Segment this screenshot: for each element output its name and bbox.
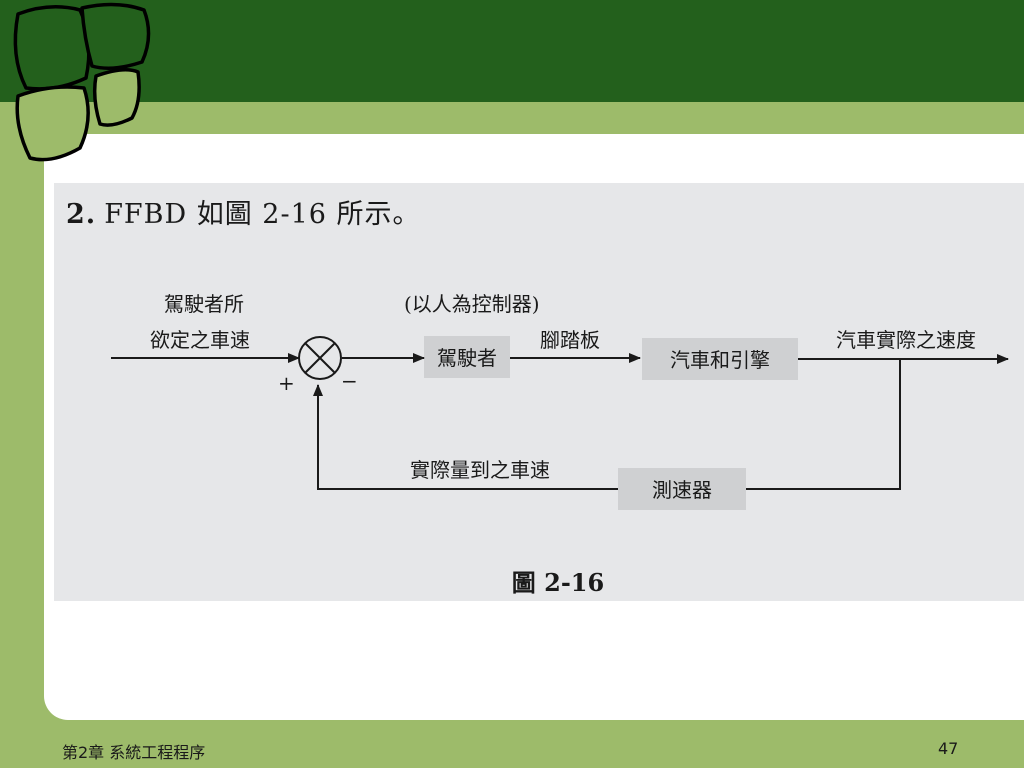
driver-block: [424, 336, 510, 378]
input-label-line1: 駕駛者所: [164, 292, 244, 316]
feedback-label: 實際量到之車速: [410, 458, 550, 482]
plus-sign: +: [278, 371, 295, 395]
speed-sensor-label: 測速器: [652, 478, 712, 502]
summing-junction: [298, 336, 342, 380]
page-number: 47: [938, 739, 959, 758]
logo-shapes-icon: [13, 2, 151, 162]
accent-band: [0, 102, 1024, 134]
figure-caption: 圖 2-16: [512, 568, 604, 597]
slide-heading: 2.FFBD 如圖 2-16 所示。: [66, 192, 421, 231]
input-label-line2: 欲定之車速: [150, 328, 250, 352]
footer-chapter-title: 第2章 系統工程程序: [62, 743, 206, 762]
pedal-label: 腳踏板: [540, 328, 600, 352]
feedback-to-sensor-line: [746, 359, 901, 490]
ffbd-diagram: 駕駛者所 欲定之車速 (以人為控制器) 駕駛者 腳踏板 汽車和引擎 汽車實際之速…: [111, 292, 1009, 597]
car-engine-label: 汽車和引擎: [670, 348, 770, 372]
driver-block-label: 駕駛者: [437, 346, 497, 370]
figure-area: [54, 183, 1024, 601]
car-engine-block: [642, 338, 798, 380]
feedback-return-arrow: [313, 384, 618, 490]
header-band: [0, 0, 1024, 102]
output-label: 汽車實際之速度: [836, 328, 976, 352]
speed-sensor-block: [618, 468, 746, 510]
heading-text: FFBD 如圖 2-16 所示。: [104, 199, 421, 230]
heading-number: 2.: [66, 199, 97, 230]
minus-sign: −: [341, 369, 358, 393]
controller-note: (以人為控制器): [404, 292, 540, 316]
